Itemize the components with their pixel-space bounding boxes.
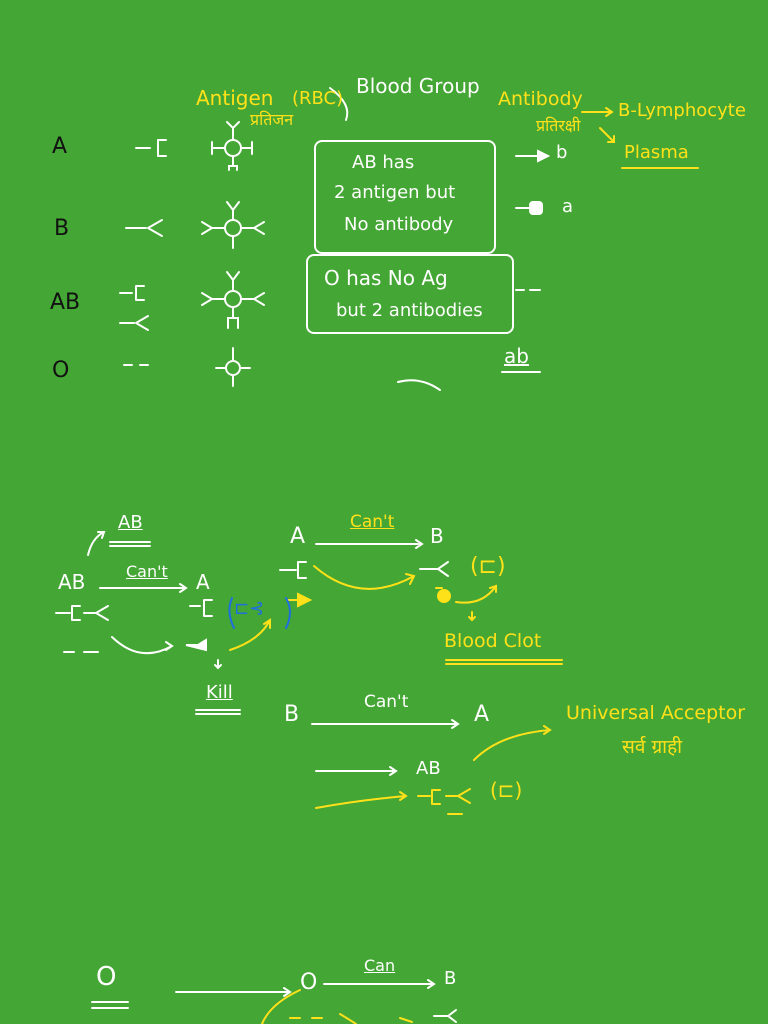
- b-lymphocyte-label: B-Lymphocyte: [618, 100, 746, 121]
- antigen-label: Antigen: [196, 86, 274, 110]
- can-label: Can: [364, 956, 396, 975]
- blood-group-label: Blood Group: [356, 74, 480, 98]
- o-big-label: O: [96, 962, 117, 992]
- ab-note-line-2: 2 antigen but: [334, 182, 456, 203]
- cant-label-1: Can't: [126, 562, 168, 581]
- b3-label: B: [284, 702, 300, 727]
- rbc-o: [215, 347, 251, 387]
- ab-note-line-3: No antibody: [344, 214, 454, 235]
- group-a-label: A: [52, 134, 68, 159]
- universal-acceptor-label: Universal Acceptor: [566, 702, 746, 724]
- rbc-ab: [201, 271, 265, 329]
- cant-label-3: Can't: [364, 692, 409, 712]
- o-note-box: O has No Ag but 2 antibodies: [306, 254, 514, 334]
- antibody-symbol-ab: [119, 285, 149, 331]
- o-label: O: [300, 970, 318, 995]
- antibody-a-value: b: [556, 142, 568, 163]
- o-note-line-1: O has No Ag: [324, 266, 448, 290]
- group-ab-label: AB: [50, 290, 81, 315]
- antibody-symbol-b: [125, 219, 163, 237]
- cant-label-2: Can't: [350, 512, 395, 532]
- ab-top-label: AB: [118, 512, 143, 533]
- ab-note-box: AB has 2 antigen but No antibody: [314, 140, 496, 254]
- yellow-antibody-mark-2: (⊏): [490, 778, 523, 802]
- a2-label: A: [290, 524, 306, 549]
- yellow-antibody-mark-1: (⊏): [470, 554, 506, 579]
- plasma-label: Plasma: [624, 142, 689, 163]
- rbc-b: [201, 201, 265, 249]
- universal-acceptor-hindi-label: सर्व ग्राही: [622, 736, 683, 758]
- group-o-label: O: [52, 358, 70, 383]
- blood-clot-label: Blood Clot: [444, 630, 542, 652]
- b-label: B: [444, 968, 457, 989]
- antibody-hindi-label: प्रतिरक्षी: [536, 116, 581, 135]
- antibody-b-value: a: [562, 196, 574, 217]
- group-b-label: B: [54, 216, 70, 241]
- blue-antibody-mark: ⊏⊰: [234, 598, 265, 619]
- o-note-line-2: but 2 antibodies: [336, 300, 483, 321]
- antigen-hindi-label: प्रतिजन: [250, 110, 294, 129]
- antibody-label: Antibody: [498, 88, 583, 110]
- kill-label: Kill: [206, 682, 233, 703]
- ab-note-line-1: AB has: [352, 152, 415, 173]
- a-label: A: [196, 570, 210, 594]
- ab-label: AB: [58, 570, 86, 594]
- ab3-label: AB: [416, 758, 441, 779]
- b2-label: B: [430, 524, 444, 548]
- rbc-label: (RBC): [292, 88, 344, 109]
- a3-label: A: [474, 702, 490, 727]
- antibody-symbol-a: [135, 139, 167, 157]
- antibody-o-value: ab: [504, 344, 529, 368]
- rbc-a: [211, 121, 253, 171]
